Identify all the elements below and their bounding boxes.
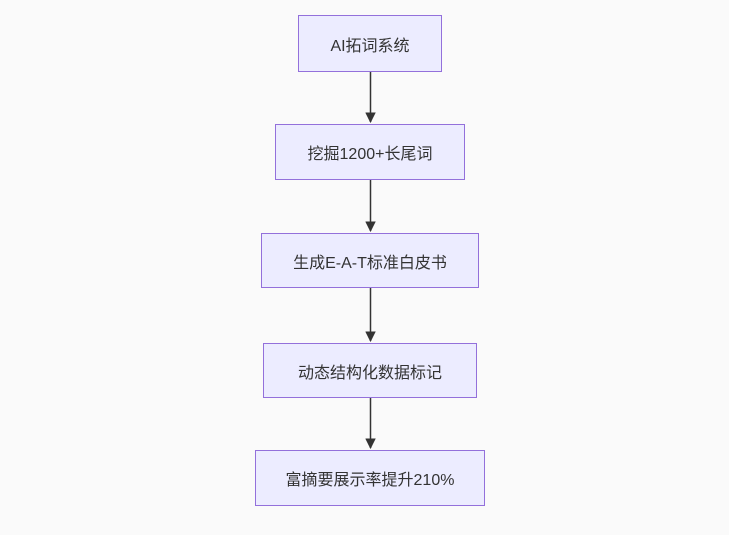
flow-node-4: 动态结构化数据标记 xyxy=(263,343,477,398)
flow-node-1: AI拓词系统 xyxy=(298,15,442,72)
flow-node-4-label: 动态结构化数据标记 xyxy=(297,364,442,382)
flow-node-3-label: 生成E-A-T标准白皮书 xyxy=(293,254,447,272)
flow-node-3: 生成E-A-T标准白皮书 xyxy=(261,233,479,288)
flow-node-5: 富摘要展示率提升210% xyxy=(255,450,485,506)
flow-node-2: 挖掘1200+长尾词 xyxy=(275,124,465,180)
flow-node-5-label: 富摘要展示率提升210% xyxy=(285,472,455,489)
flow-node-1-label: AI拓词系统 xyxy=(330,37,410,55)
flow-node-2-label: 挖掘1200+长尾词 xyxy=(307,146,433,163)
